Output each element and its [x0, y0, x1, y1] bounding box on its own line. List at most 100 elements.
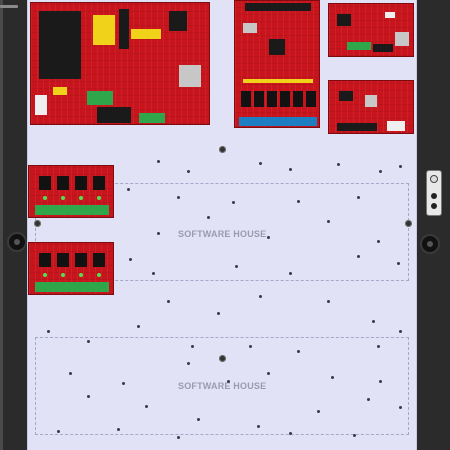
mounting-hole: [47, 330, 50, 333]
mounting-hole: [187, 362, 190, 365]
mounting-screw: [34, 220, 41, 227]
mounting-hole: [297, 200, 300, 203]
network-interface-board[interactable]: [328, 3, 414, 57]
mounting-hole: [297, 350, 300, 353]
mounting-hole: [289, 272, 292, 275]
status-led: [61, 273, 65, 277]
mounting-hole: [372, 320, 375, 323]
mounting-hole: [337, 163, 340, 166]
mounting-hole: [357, 196, 360, 199]
capacitor: [93, 15, 115, 45]
mounting-screw: [405, 220, 412, 227]
right-hinge-knob: [420, 234, 440, 254]
zone-label-lower: SOFTWARE HOUSE: [178, 381, 267, 391]
mounting-hole: [157, 232, 160, 235]
relay-4: [93, 176, 105, 190]
mounting-hole: [259, 162, 262, 165]
relay-1: [39, 253, 51, 267]
terminal-block: [139, 113, 165, 123]
status-led: [61, 196, 65, 200]
mounting-screw: [219, 355, 226, 362]
mounting-hole: [117, 428, 120, 431]
door-latch[interactable]: [426, 170, 442, 216]
mounting-hole: [399, 406, 402, 409]
relay-output-board-2[interactable]: [28, 242, 114, 295]
zone-label-upper: SOFTWARE HOUSE: [178, 229, 267, 239]
mounting-hole: [357, 255, 360, 258]
relay-4: [93, 253, 105, 267]
mounting-hole: [87, 395, 90, 398]
relay-3: [75, 253, 87, 267]
status-led: [43, 196, 47, 200]
latch-pin-1: [431, 193, 437, 199]
mounting-hole: [397, 262, 400, 265]
mounting-hole: [191, 345, 194, 348]
relay-1: [39, 176, 51, 190]
mounting-hole: [152, 272, 155, 275]
mounting-hole: [257, 425, 260, 428]
mounting-hole: [353, 434, 356, 437]
mounting-hole: [367, 398, 370, 401]
capacitor: [131, 29, 161, 39]
mounting-hole: [217, 312, 220, 315]
status-led: [79, 273, 83, 277]
mounting-hole: [327, 220, 330, 223]
terminal-block-black: [373, 44, 393, 52]
mounting-hole: [331, 376, 334, 379]
mounting-hole: [232, 201, 235, 204]
mounting-hole: [187, 170, 190, 173]
capacitor: [365, 95, 377, 107]
mounting-hole: [197, 418, 200, 421]
rj45-port: [395, 32, 409, 46]
mounting-hole: [87, 340, 90, 343]
mounting-hole: [177, 196, 180, 199]
terminal-block: [347, 42, 371, 50]
relay-5: [293, 91, 303, 107]
mounting-hole: [167, 300, 170, 303]
heatsink: [119, 9, 129, 49]
terminal-block: [35, 205, 109, 215]
controller-board[interactable]: [234, 0, 320, 128]
mounting-hole: [377, 240, 380, 243]
relay-output-board-1[interactable]: [28, 165, 114, 218]
mounting-hole: [377, 345, 380, 348]
transformer-core: [179, 65, 201, 87]
board-traces: [329, 4, 413, 56]
mounting-hole: [129, 258, 132, 261]
mounting-hole: [399, 165, 402, 168]
transformer: [39, 11, 81, 79]
relay-2: [57, 176, 69, 190]
left-hinge-knob: [7, 232, 27, 252]
status-led: [43, 273, 47, 277]
mounting-hole: [267, 236, 270, 239]
mounting-hole: [177, 436, 180, 439]
power-supply-board[interactable]: [30, 2, 210, 125]
reader-interface-board[interactable]: [328, 80, 414, 134]
indicator-row: [243, 79, 313, 83]
ic-chip: [339, 91, 353, 101]
terminal-block: [239, 117, 317, 126]
mounting-hole: [327, 300, 330, 303]
relay-3: [267, 91, 277, 107]
mounting-hole: [289, 168, 292, 171]
mounting-zone-upper[interactable]: SOFTWARE HOUSE: [35, 183, 409, 281]
mounting-hole: [145, 405, 148, 408]
backplate: SOFTWARE HOUSE SOFTWARE HOUSE: [27, 0, 417, 450]
status-led: [97, 196, 101, 200]
mounting-screw: [219, 146, 226, 153]
ic-chip: [243, 23, 257, 33]
mounting-hole: [57, 430, 60, 433]
relay-6: [306, 91, 316, 107]
mounting-hole: [157, 160, 160, 163]
mounting-hole: [69, 372, 72, 375]
processor: [269, 39, 285, 55]
connector: [35, 95, 47, 115]
relay-3: [75, 176, 87, 190]
rim-tab: [0, 5, 18, 8]
relay-2: [254, 91, 264, 107]
mounting-hole: [137, 325, 140, 328]
mounting-hole: [379, 380, 382, 383]
mounting-zone-lower[interactable]: SOFTWARE HOUSE: [35, 337, 409, 435]
mounting-hole: [267, 372, 270, 375]
mounting-hole: [122, 382, 125, 385]
